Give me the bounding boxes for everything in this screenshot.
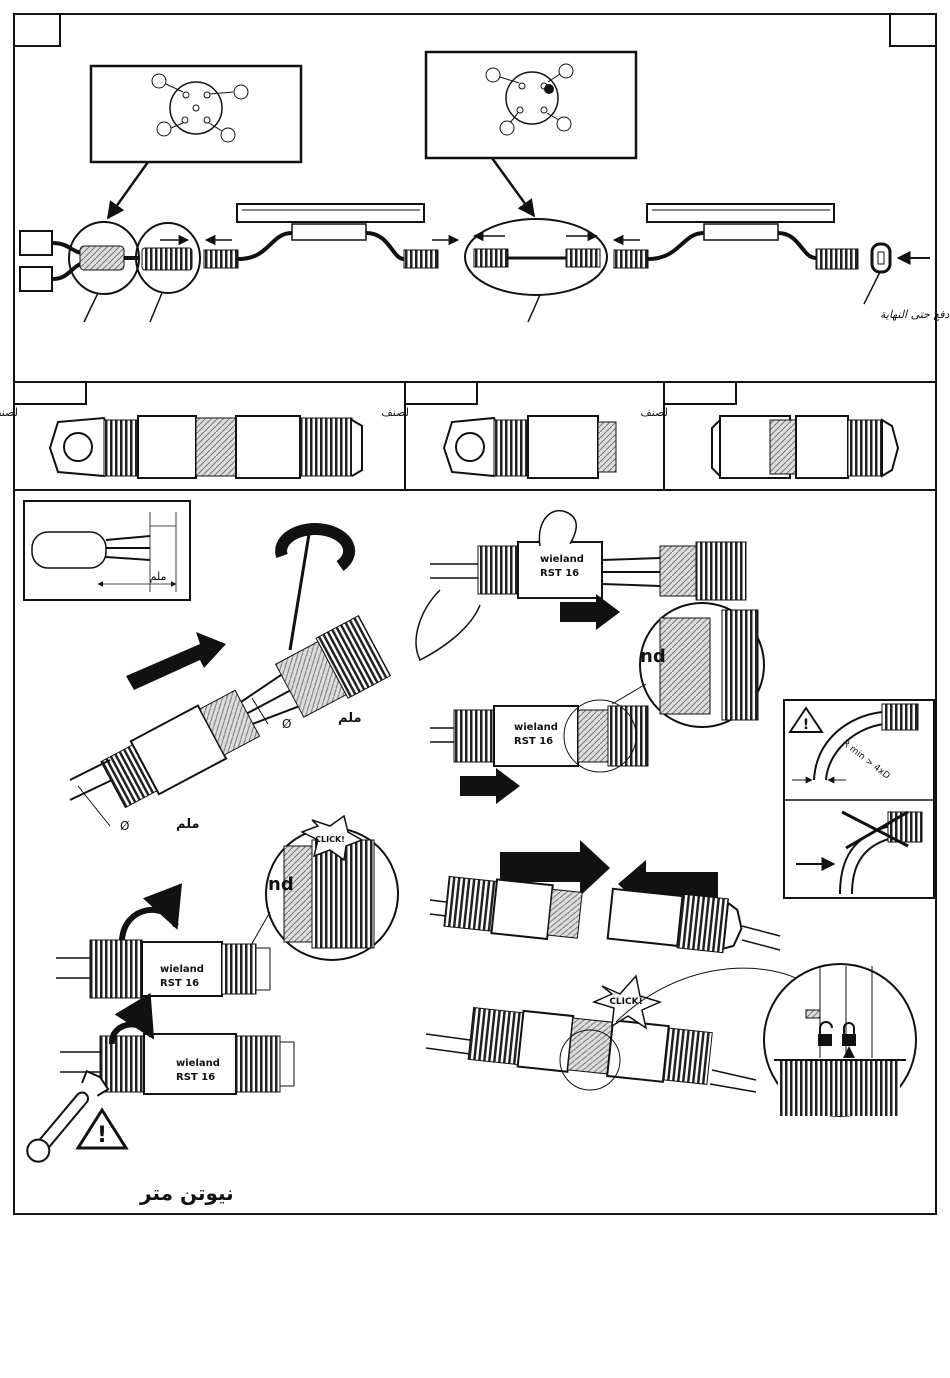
model-label-3: RST 16	[160, 978, 199, 989]
push-arrow-icon	[460, 768, 520, 804]
end-cap	[872, 244, 890, 272]
wire-diameter-symbol: Ø	[282, 717, 291, 731]
svg-text:nd: nd	[268, 874, 294, 895]
push-arrow-icon	[560, 594, 620, 630]
model-label-2: RST 16	[514, 736, 553, 747]
variant-box-1	[14, 382, 86, 404]
cable-diameter-unit: ملم	[176, 817, 200, 832]
wire-diameter-unit: ملم	[338, 711, 362, 726]
cable-diameter-symbol: Ø	[120, 819, 129, 833]
brand-label-3: wieland	[160, 964, 204, 975]
step-click-detail: nd wieland RST 16	[430, 603, 764, 804]
push-until-end-label: ادفع حتى النهاية	[880, 308, 950, 321]
step-join-connectors	[430, 840, 780, 954]
model-label-1: RST 16	[540, 568, 579, 579]
torque-unit-label: نيوتن متر	[139, 1181, 234, 1205]
variant-connector-1	[50, 416, 362, 478]
bend-radius-box: ! R min > 4xD	[784, 700, 934, 898]
variant-connector-3	[712, 416, 898, 478]
model-label-4: RST 16	[176, 1072, 215, 1083]
svg-text:!: !	[803, 717, 809, 733]
step-joined-locked: CLICK!	[426, 964, 916, 1116]
step-tighten-nut: nd CLICK! wieland RST 16 wieland RST 16 …	[20, 816, 398, 1205]
wiring-overview: ادفع حتى النهاية	[20, 52, 950, 322]
pin-diagram-1	[91, 66, 301, 162]
variant-box-2	[405, 382, 477, 404]
rotation-arrow-icon	[281, 529, 349, 566]
variant-label-1: لصنف	[0, 406, 18, 419]
strip-length-unit: ملم	[150, 570, 167, 583]
step-box-top-left	[14, 14, 60, 46]
brand-label-1: wieland	[540, 554, 584, 565]
hand	[416, 590, 480, 660]
led-bar-2	[647, 204, 834, 240]
push-arrow-icon	[126, 632, 226, 690]
step-box-top-right	[890, 14, 936, 46]
click-label-1: CLICK!	[315, 835, 345, 844]
cable-strip-diagram: ملم	[24, 501, 190, 600]
pin-diagram-2	[426, 52, 636, 158]
brand-label-2: wieland	[514, 722, 558, 733]
led-bar-1	[237, 204, 424, 240]
variant-label-2: لصنف	[381, 406, 409, 419]
hand	[539, 511, 576, 546]
brand-label-4: wieland	[176, 1058, 220, 1069]
rotation-arrow-icon	[122, 910, 176, 940]
screwdriver	[290, 528, 310, 650]
click-label-2: CLICK!	[609, 997, 642, 1007]
power-supply-1	[20, 231, 52, 255]
svg-text:!: !	[97, 1123, 107, 1148]
variant-box-3	[664, 382, 736, 404]
power-supply-2	[20, 267, 52, 291]
variant-label-3: لصنف	[640, 406, 668, 419]
variant-connector-2	[444, 416, 616, 478]
svg-text:nd: nd	[640, 646, 666, 667]
